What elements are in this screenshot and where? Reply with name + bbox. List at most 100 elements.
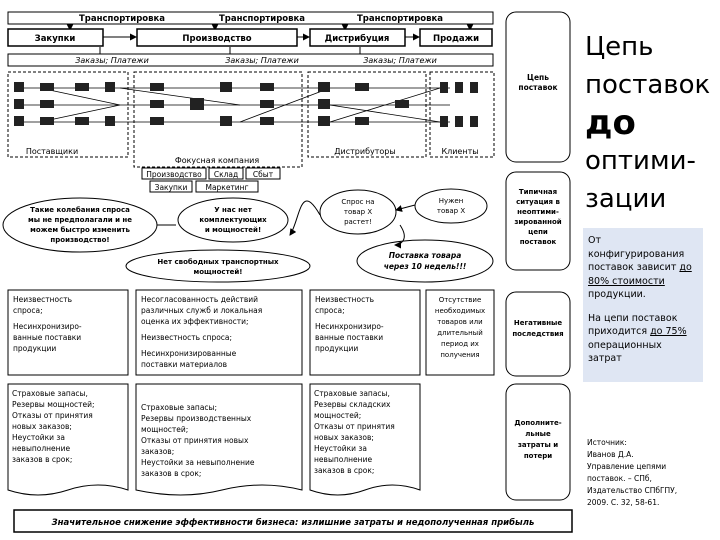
transport-label-1: Транспортировка	[79, 14, 165, 24]
factory-icon	[14, 99, 24, 109]
extra-line-3: затраты и	[518, 441, 558, 449]
extra-line-1: Дополните-	[514, 419, 561, 427]
truck-icon	[150, 117, 164, 125]
title-line-2: поставок	[585, 70, 711, 100]
neg-4-line-4: длительный	[437, 329, 483, 337]
bubble-1-line-4: производство!	[50, 236, 109, 244]
truck-icon	[260, 83, 274, 91]
bubble-2-line-1: У нас нет	[214, 206, 253, 214]
info-highlight-1: до 80% стоимости	[588, 262, 692, 287]
neg-4-line-6: получения	[440, 351, 479, 359]
region-focus-company: Фокусная компания	[175, 156, 260, 165]
neg-3-line-4: ванные поставки	[315, 333, 383, 342]
extra-line-4: потери	[524, 452, 552, 460]
typical-line-5: цепи	[528, 228, 548, 236]
chain-label-box: Цепь поставок	[505, 11, 571, 163]
source-line-5: Издательство СПбГПУ,	[587, 486, 678, 495]
typical-line-2: ситуация в	[516, 198, 560, 206]
stage-row: Закупки Производство Дистрибуция Продажи	[7, 28, 493, 47]
neg-4-line-5: период их	[441, 340, 479, 348]
cost-2-line-4: Отказы от принятия новых	[141, 436, 249, 445]
neg-2-line-4: Неизвестность спроса;	[141, 333, 232, 342]
dept-sales: Сбыт	[253, 170, 274, 179]
dept-warehouse: Склад	[214, 170, 238, 179]
source-line-4: поставок. – СПб,	[587, 474, 652, 483]
truck-icon	[260, 100, 274, 108]
typical-situation-box: Типичная ситуация в неоптими- зированной…	[505, 171, 571, 271]
info-highlight-2: до 75%	[650, 326, 687, 337]
neg-1-line-5: продукции	[13, 344, 56, 353]
truck-icon	[150, 100, 164, 108]
cost-3-line-4: Отказы от принятия	[314, 422, 395, 431]
bubble-4-line-2: товар Х	[437, 207, 465, 215]
person-icon	[440, 82, 448, 93]
stage-sales: Продажи	[433, 34, 479, 44]
cost-1-line-6: невыполнение	[12, 444, 70, 453]
bubble-1-line-3: можем быстро изменить	[30, 226, 130, 234]
dept-procurement: Закупки	[155, 183, 188, 192]
truck-icon	[40, 83, 54, 91]
orders-row: Заказы; Платежи Заказы; Платежи Заказы; …	[7, 47, 494, 67]
neg-2-line-5: Несинхронизированные	[141, 349, 237, 358]
neg-2-line-2: различных служб и локальная	[141, 306, 262, 315]
factory-icon	[105, 82, 115, 92]
person-icon	[455, 82, 463, 93]
typical-line-1: Типичная	[519, 188, 557, 196]
bubble-5-line-1: Нет свободных транспортных	[157, 258, 279, 266]
cost-3-line-3: мощностей;	[314, 411, 361, 420]
title-line-1: Цепь	[585, 32, 654, 62]
title-line-3: до	[585, 103, 636, 143]
bottom-banner: Значительное снижение эффективности бизн…	[13, 509, 573, 533]
negative-label-box: Негативные последствия	[505, 291, 571, 377]
network-nodes	[14, 82, 478, 127]
factory-icon	[220, 82, 232, 92]
negative-line-2: последствия	[512, 330, 563, 338]
neg-2-line-1: Несогласованность действий	[141, 295, 258, 304]
truck-icon	[40, 117, 54, 125]
cost-1-line-7: заказов в срок;	[12, 455, 72, 464]
bubble-2-line-3: и мощностей!	[205, 226, 261, 234]
warehouse-icon	[318, 82, 330, 92]
transport-label-3: Транспортировка	[357, 14, 443, 24]
neg-3-line-5: продукции	[315, 344, 358, 353]
cost-3-line-7: невыполнение	[314, 455, 372, 464]
negative-boxes: Неизвестность спроса; Несинхронизиро- ва…	[7, 289, 495, 376]
truck-icon	[395, 100, 409, 108]
stage-production: Производство	[182, 34, 251, 44]
bubble-3-line-3: растет!	[344, 218, 372, 226]
extra-costs-label-box: Дополните- льные затраты и потери	[505, 383, 571, 501]
typical-line-3: неоптими-	[517, 208, 559, 216]
bubble-1-line-1: Такие колебания спроса	[30, 206, 130, 214]
bubble-1-line-2: мы не предполагали и не	[28, 216, 132, 224]
cost-2-line-5: заказов;	[141, 447, 174, 456]
neg-2-line-3: оценка их эффективности;	[141, 317, 249, 326]
network-flow	[22, 87, 450, 123]
cost-3-line-2: Резервы складских	[314, 400, 391, 409]
network-regions: Поставщики Фокусная компания Дистрибутор…	[7, 71, 495, 168]
source-line-6: 2009. С. 32, 58-61.	[587, 498, 660, 507]
person-icon	[440, 116, 448, 127]
stage-procurement: Закупки	[35, 34, 76, 44]
bubble-6-line-2: через 10 недель!!!	[384, 262, 467, 271]
orders-label-2: Заказы; Платежи	[225, 56, 299, 65]
negative-line-1: Негативные	[514, 319, 563, 327]
bubble-3-line-1: Спрос на	[341, 198, 374, 206]
bubble-3-line-2: товар Х	[344, 208, 372, 216]
cost-3-line-6: Неустойки за	[314, 444, 367, 453]
cost-1-line-1: Страховые запасы,	[12, 389, 88, 398]
bubble-2-line-2: комплектующих	[199, 216, 267, 224]
neg-3-line-2: спроса;	[315, 306, 345, 315]
info-paragraph-1: От конфигурирования поставок зависит до …	[588, 235, 692, 300]
cost-2-line-7: заказов в срок;	[141, 469, 201, 478]
cost-2-line-3: мощностей;	[141, 425, 188, 434]
bubble-6-line-1: Поставка товара	[389, 251, 462, 260]
neg-4-line-2: необходимых	[435, 307, 485, 315]
transport-label-2: Транспортировка	[219, 14, 305, 24]
slide-title: Цепь поставок до оптими- зации	[585, 28, 715, 218]
cost-2-line-2: Резервы производственных	[141, 414, 252, 423]
stage-distribution: Дистрибуция	[325, 33, 390, 44]
factory-icon	[220, 116, 232, 126]
neg-2-line-6: поставки материалов	[141, 360, 227, 369]
cost-3-line-1: Страховые запасы,	[314, 389, 390, 398]
